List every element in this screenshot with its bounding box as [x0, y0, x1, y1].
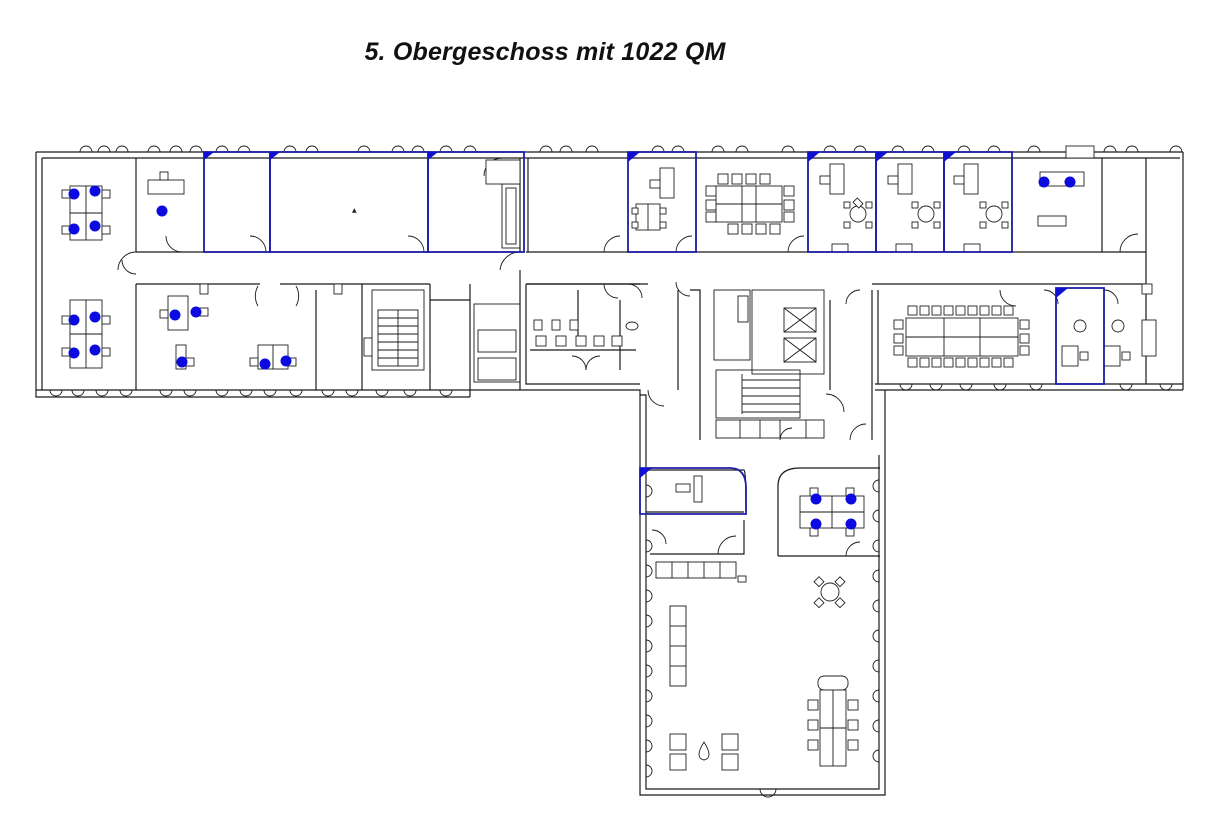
workplace-dot — [89, 344, 101, 356]
outer-walls — [35, 151, 1184, 796]
workplace-dot — [190, 306, 202, 318]
central-offices: ▲ — [203, 157, 521, 253]
building-core — [430, 251, 873, 441]
desk-office-top-left — [147, 171, 185, 195]
west-wing-rooms — [117, 158, 520, 390]
workplace-dot — [1038, 176, 1050, 188]
workplace-dot — [176, 356, 188, 368]
east-offices-top — [527, 158, 809, 253]
window-bumps-bottom — [49, 383, 1173, 397]
workplace-dot — [280, 355, 292, 367]
east-conference-room — [877, 283, 1157, 384]
page-title: 5. Obergeschoss mit 1022 QM — [364, 38, 726, 66]
east-small-offices — [819, 145, 1095, 253]
window-bumps-top — [79, 145, 1183, 153]
workplace-dot — [156, 205, 168, 217]
desk-cluster-west-bottom — [61, 299, 111, 369]
window-bumps-south — [645, 479, 880, 798]
workplace-markers — [68, 176, 1076, 530]
svg-text:▲: ▲ — [352, 207, 357, 214]
workplace-dot — [68, 223, 80, 235]
workplace-dot — [810, 518, 822, 530]
stairwell-west — [363, 289, 425, 371]
workplace-dot — [810, 493, 822, 505]
workplace-dot — [169, 309, 181, 321]
workplace-dot — [89, 311, 101, 323]
workplace-dot — [1064, 176, 1076, 188]
workplace-dot — [68, 188, 80, 200]
workplace-dot — [259, 358, 271, 370]
workplace-dot — [845, 493, 857, 505]
workplace-dot — [68, 314, 80, 326]
workplace-dot — [89, 185, 101, 197]
workplace-dot — [845, 518, 857, 530]
highlighted-rooms — [203, 151, 1105, 515]
workplace-dot — [68, 347, 80, 359]
workplace-dot — [89, 220, 101, 232]
